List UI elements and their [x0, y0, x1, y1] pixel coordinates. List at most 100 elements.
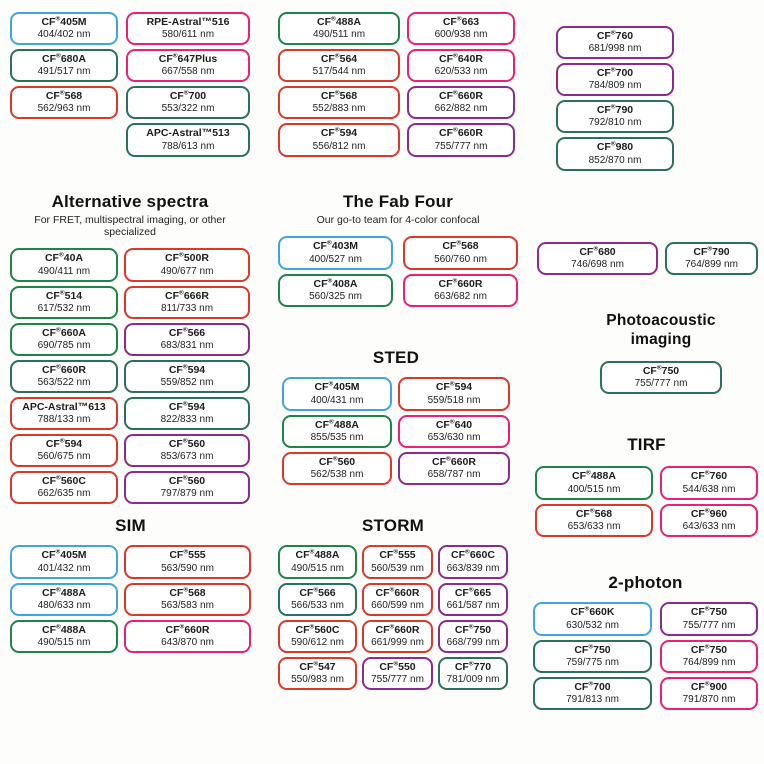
dye-excitation-emission: 660/599 nm [371, 599, 424, 611]
dye-name: CF®500R [165, 251, 209, 265]
dye-excitation-emission: 490/515 nm [291, 562, 344, 574]
dye-name: CF®405M [314, 380, 360, 394]
dye-excitation-emission: 791/813 nm [566, 693, 619, 705]
dye-excitation-emission: 662/635 nm [37, 488, 91, 500]
dye-excitation-emission: 566/533 nm [291, 599, 344, 611]
dye-excitation-emission: 620/533 nm [434, 66, 488, 78]
dye-name: CF®488A [572, 469, 616, 483]
dye-excitation-emission: 400/527 nm [309, 253, 362, 265]
dye-name: CF®760 [690, 469, 728, 483]
dye-excitation-emission: 480/633 nm [37, 599, 91, 611]
dye-name: CF®564 [320, 52, 358, 66]
section-title: 2-photon [608, 573, 683, 592]
dye-excitation-emission: 791/870 nm [682, 693, 736, 705]
dye-name: CF®405M [41, 548, 87, 562]
dye-name: CF®488A [42, 623, 86, 636]
dye-name: CF®566 [299, 586, 336, 599]
dye-excitation-emission: 668/799 nm [446, 636, 500, 648]
dye-name: APC-Astral™613 [22, 400, 106, 413]
dye-excitation-emission: 400/515 nm [567, 483, 621, 495]
dye-name: CF®700 [596, 66, 634, 80]
dye-excitation-emission: 559/518 nm [427, 394, 481, 406]
dye-name: CF®680A [42, 52, 86, 66]
dye-name: CF®560C [42, 474, 86, 488]
section-subtitle: Our go-to team for 4-color confocal [316, 214, 480, 227]
dye-excitation-emission: 560/760 nm [434, 253, 487, 265]
section-title: SIM [115, 516, 146, 535]
dye-name: CF®666R [165, 289, 209, 302]
dye-name: CF®680 [579, 245, 616, 258]
dye-name: CF®960 [690, 507, 728, 520]
dye-name: CF®750 [642, 364, 680, 378]
dye-excitation-emission: 755/777 nm [682, 619, 736, 631]
dye-excitation-emission: 764/899 nm [685, 259, 738, 271]
dye-excitation-emission: 662/882 nm [434, 103, 488, 115]
dye-excitation-emission: 653/630 nm [427, 431, 481, 443]
dye-excitation-emission: 788/613 nm [161, 140, 215, 152]
dye-excitation-emission: 667/558 nm [161, 66, 215, 78]
dye-name: CF®594 [168, 363, 206, 376]
section-title: TIRF [627, 435, 666, 454]
dye-name: APC-Astral™513 [146, 127, 230, 140]
dye-name: CF®566 [168, 326, 206, 339]
dye-excitation-emission: 690/785 nm [37, 339, 91, 351]
dye-excitation-emission: 788/133 nm [37, 414, 91, 426]
dye-excitation-emission: 560/539 nm [371, 562, 424, 574]
dye-name: CF®750 [574, 643, 611, 656]
dye-name: CF®700 [169, 89, 207, 103]
dye-name: CF®660R [439, 126, 483, 140]
dye-excitation-emission: 580/611 nm [161, 29, 215, 41]
dye-name: CF®594 [320, 126, 358, 140]
section-fab-four: The Fab Four Our go-to team for 4-color … [278, 192, 518, 311]
dye-name: CF®568 [320, 89, 358, 103]
dye-excitation-emission: 755/777 nm [371, 673, 424, 685]
dye-excitation-emission: 663/839 nm [446, 562, 500, 574]
dye-excitation-emission: 755/777 nm [434, 140, 488, 152]
dye-name: CF®560 [168, 474, 206, 488]
dye-excitation-emission: 563/522 nm [37, 376, 91, 388]
dye-name: CF®660C [451, 548, 495, 562]
dye-name: CF®700 [574, 680, 611, 693]
dye-name: CF®660K [570, 605, 615, 619]
dye-name: CF®488A [42, 586, 86, 599]
section-alternative-spectra: Alternative spectra For FRET, multispect… [10, 192, 250, 508]
dye-excitation-emission: 552/883 nm [312, 103, 366, 115]
